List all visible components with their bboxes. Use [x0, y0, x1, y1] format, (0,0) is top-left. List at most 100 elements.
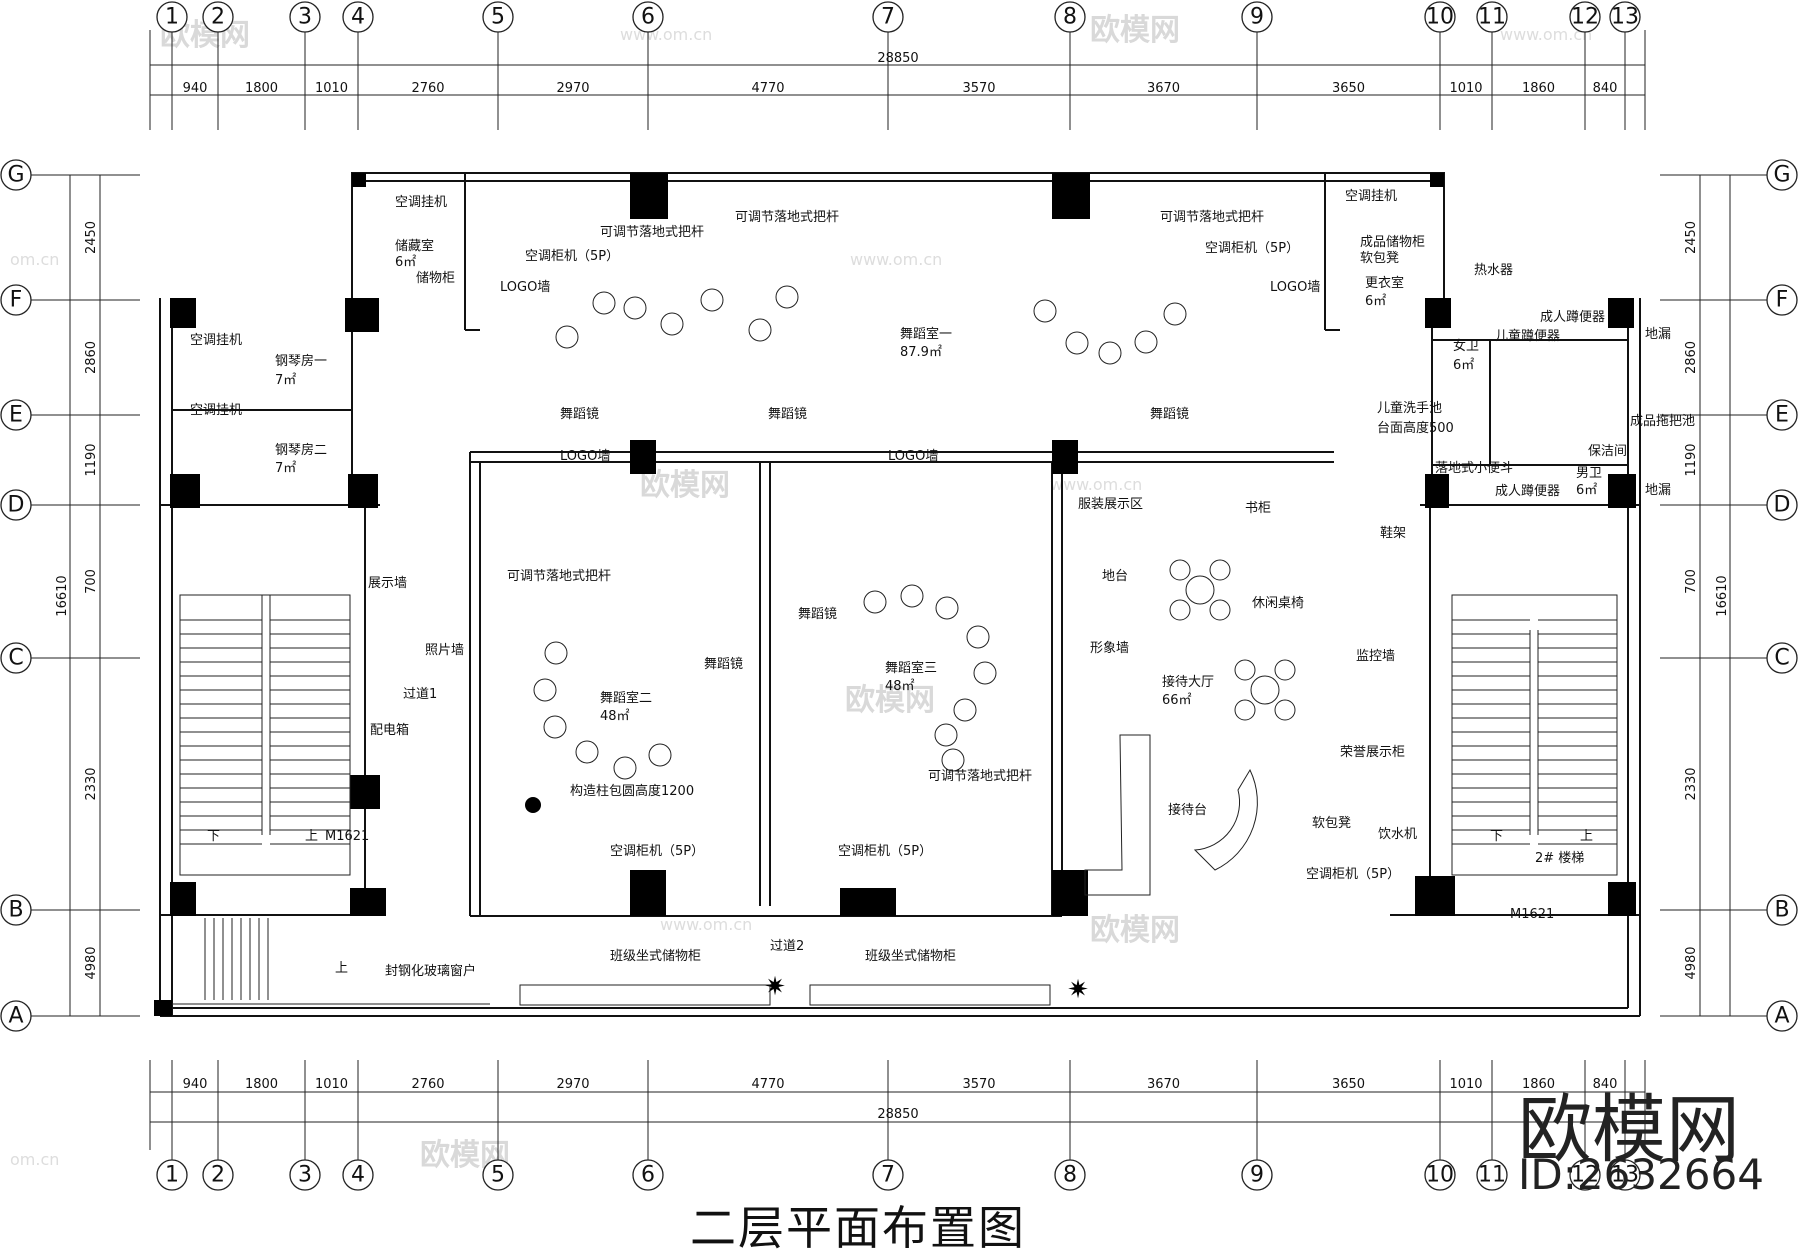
dimension-text-left: 24502860119070023304980210016610 [55, 0, 112, 980]
right-dim-total: 16610 [1715, 575, 1730, 616]
label-ac-wall: 空调挂机 [190, 333, 242, 348]
position-marker [973, 661, 997, 685]
label-barre: 可调节落地式把杆 [600, 225, 704, 240]
axis-bubble-3: 3 [289, 1, 321, 33]
label-leisure: 休闲桌椅 [1252, 596, 1304, 611]
dancer-position-markers [533, 285, 1187, 780]
label-ac-cabinet: 空调柜机（5P） [1306, 867, 1400, 882]
svg-text:1: 1 [165, 5, 179, 30]
label-barre: 可调节落地式把杆 [928, 769, 1032, 784]
svg-text:9: 9 [1250, 1163, 1264, 1188]
left-dim-0: 2450 [84, 221, 99, 254]
axis-bubble-A: A [1766, 1000, 1798, 1032]
top-dim-8: 3650 [1332, 81, 1365, 96]
label-ac-cabinet: 空调柜机（5P） [1205, 241, 1299, 256]
label-dance-mirror: 舞蹈镜 [768, 407, 807, 422]
position-marker [555, 325, 579, 349]
right-dim-4: 2330 [1684, 767, 1699, 800]
label-barre: 可调节落地式把杆 [507, 569, 611, 584]
label-dance3-area: 48㎡ [885, 679, 915, 694]
svg-text:B: B [1774, 898, 1789, 923]
axis-bubble-C: C [1766, 642, 1798, 674]
svg-text:C: C [1774, 646, 1789, 671]
label-dist-box: 配电箱 [370, 722, 409, 738]
label-piano2: 钢琴房二 [275, 442, 327, 458]
bottom-dim-6: 3570 [962, 1077, 995, 1092]
top-dim-6: 3570 [962, 81, 995, 96]
axis-bubble-5: 5 [482, 1159, 514, 1191]
svg-text:欧模网: 欧模网 [845, 683, 935, 718]
label-basin-height: 台面高度500 [1377, 420, 1454, 436]
svg-text:www.om.cn: www.om.cn [1050, 475, 1142, 494]
label-mop-pool: 成品拖把池 [1630, 414, 1695, 429]
axis-bubble-10: 10 [1424, 1, 1456, 33]
position-marker [544, 641, 568, 665]
top-dim-7: 3670 [1147, 81, 1180, 96]
svg-text:D: D [1774, 493, 1791, 518]
top-dim-11: 840 [1593, 81, 1618, 96]
label-changing-area: 6㎡ [1365, 294, 1386, 309]
bottom-dim-0: 940 [183, 1077, 208, 1092]
drawing-title: 二层平面布置图 [690, 1201, 1026, 1255]
axis-bubble-A: A [0, 1000, 32, 1032]
axis-bubble-D: D [0, 489, 32, 521]
position-marker [775, 285, 799, 309]
axis-bubble-D: D [1766, 489, 1798, 521]
axis-bubble-4: 4 [342, 1159, 374, 1191]
label-dance-mirror: 舞蹈镜 [704, 657, 743, 672]
svg-text:B: B [8, 898, 23, 923]
label-dance1-area: 87.9㎡ [900, 345, 942, 360]
svg-text:5: 5 [491, 1163, 505, 1188]
svg-text:D: D [8, 493, 25, 518]
left-dim-6: 2100 [78, 0, 111, 4]
label-barre: 可调节落地式把杆 [1160, 210, 1264, 225]
label-photo-wall: 照片墙 [425, 643, 464, 658]
label-adult-squat: 成人蹲便器 [1540, 310, 1605, 325]
position-marker [592, 291, 616, 315]
right-dim-2: 1190 [1684, 443, 1699, 476]
axis-bubble-1: 1 [156, 1159, 188, 1191]
svg-text:欧模网: 欧模网 [1090, 913, 1180, 948]
axis-bubble-C: C [0, 642, 32, 674]
label-cleaning-room: 保洁间 [1588, 444, 1627, 459]
label-logo-wall: LOGO墙 [560, 449, 610, 464]
svg-text:12: 12 [1571, 1163, 1599, 1188]
svg-text:12: 12 [1571, 5, 1599, 30]
label-up: 上 [1580, 829, 1593, 844]
svg-text:G: G [7, 163, 24, 188]
axis-bubble-B: B [1766, 894, 1798, 926]
label-dance2: 舞蹈室二 [600, 690, 652, 706]
right-dimension-lines [1699, 175, 1731, 1016]
axis-bubble-G: G [1766, 159, 1798, 191]
left-dim-total: 16610 [55, 575, 70, 616]
bottom-dim-8: 3650 [1332, 1077, 1365, 1092]
axis-bubble-12: 12 [1569, 1159, 1601, 1191]
left-dim-4: 2330 [84, 767, 99, 800]
label-sealed-window: 封钢化玻璃窗户 [385, 963, 476, 979]
label-clothing-area: 服装展示区 [1078, 497, 1143, 512]
axis-bubble-7: 7 [872, 1, 904, 33]
left-dim-1: 2860 [84, 341, 99, 374]
axis-bubble-13: 13 [1609, 1, 1641, 33]
label-dance-mirror: 舞蹈镜 [560, 407, 599, 422]
label-logo-wall: LOGO墙 [1270, 280, 1320, 295]
position-marker [623, 296, 647, 320]
bottom-dim-11: 840 [1593, 1077, 1618, 1092]
position-marker [660, 312, 684, 336]
left-dimension-lines [69, 175, 101, 1016]
top-dim-3: 2760 [411, 81, 444, 96]
plan-labels: 空调挂机储藏室6㎡储物柜可调节落地式把杆空调柜机（5P）LOGO墙可调节落地式把… [190, 189, 1695, 979]
svg-text:www.om.cn: www.om.cn [660, 915, 752, 934]
label-ac-wall: 空调挂机 [395, 195, 447, 210]
position-marker [935, 596, 959, 620]
label-water-heater: 热水器 [1474, 263, 1513, 278]
right-dim-6: 2100 [1678, 0, 1711, 4]
svg-text:13: 13 [1611, 5, 1639, 30]
svg-text:✷: ✷ [1067, 975, 1089, 1005]
label-bookcase: 书柜 [1245, 501, 1271, 516]
axis-bubble-F: F [0, 284, 32, 316]
label-dance-mirror: 舞蹈镜 [798, 607, 837, 622]
bottom-dim-total: 28850 [877, 1107, 918, 1122]
top-dimension-lines [149, 30, 1646, 130]
